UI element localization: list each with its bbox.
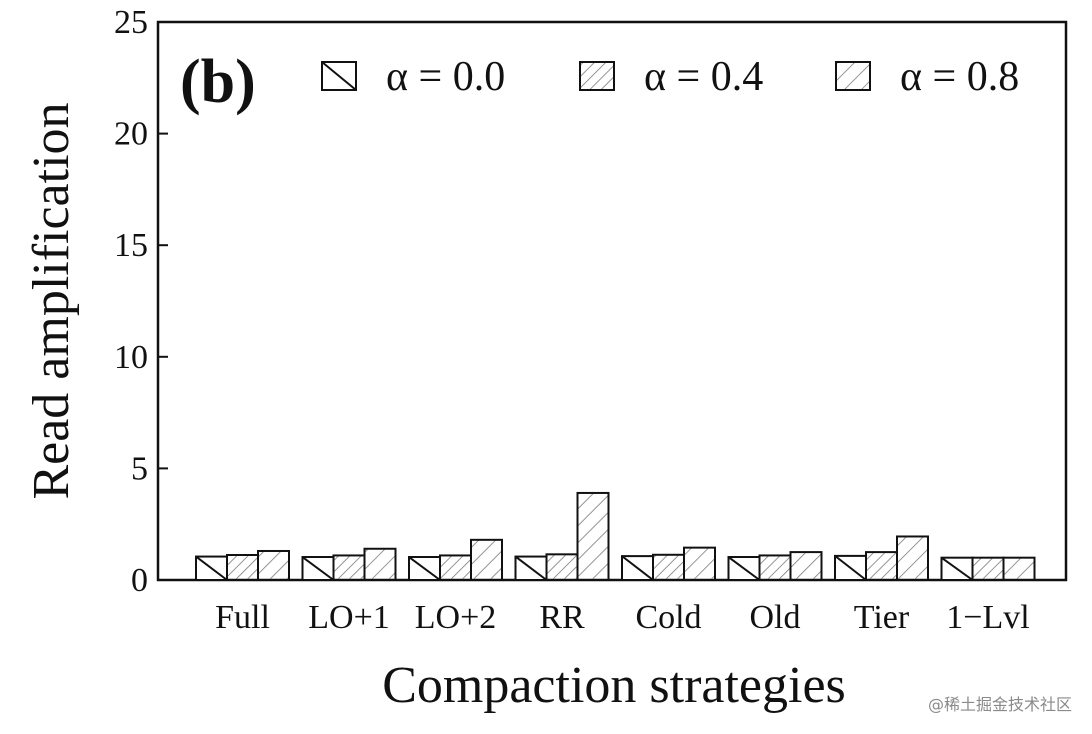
y-tick-label: 15 <box>114 227 148 264</box>
category-label: 1−Lvl <box>946 599 1029 636</box>
bar-hatch-line <box>727 556 761 581</box>
y-tick-label: 0 <box>131 562 148 599</box>
legend: α = 0.0 α = 0.4 α = 0.8 <box>321 54 1019 100</box>
y-axis-title: Read amplification <box>23 102 80 499</box>
panel-label: (b) <box>180 48 256 116</box>
bar-Full-series-2 <box>257 549 290 582</box>
bar-hatch-line <box>408 556 441 581</box>
bar-Cold-series-2 <box>683 546 716 581</box>
bar-LO+1-series-2 <box>363 547 397 582</box>
bar-RR-series-2 <box>576 491 610 581</box>
legend-label: α = 0.4 <box>644 54 763 100</box>
y-tick-label: 10 <box>114 339 148 376</box>
bar-Cold-series-1 <box>652 553 685 581</box>
bar-hatch-line <box>514 555 548 581</box>
category-label: Old <box>750 599 801 636</box>
category-label: RR <box>539 599 585 636</box>
plot-area-frame <box>156 20 1068 582</box>
bar-hatch-line <box>940 556 974 581</box>
bar-Tier-series-1 <box>865 551 898 581</box>
legend-swatch-hatch <box>321 61 357 91</box>
watermark: @稀土掘金技术社区 <box>928 695 1072 714</box>
bar-LO+2-series-1 <box>439 554 472 581</box>
legend-swatch <box>835 61 871 91</box>
bar-1−Lvl-series-2 <box>1002 556 1036 581</box>
bar-Full-series-1 <box>226 554 259 581</box>
y-tick-label: 5 <box>131 450 148 487</box>
bar-hatch-line <box>195 555 228 581</box>
bar-LO+2-series-2 <box>470 538 503 581</box>
category-label: Full <box>215 599 270 636</box>
legend-label: α = 0.8 <box>900 54 1019 100</box>
legend-swatch <box>579 61 615 91</box>
bar-Old-series-2 <box>789 551 823 581</box>
legend-label: α = 0.0 <box>386 54 505 100</box>
category-label: Tier <box>854 599 910 636</box>
x-axis-labels: Full LO+1 LO+2 RR Cold Old Tier 1−Lvl <box>215 599 1030 636</box>
category-label: LO+2 <box>415 599 497 636</box>
bar-hatch-line <box>301 556 335 581</box>
bar-RR-series-1 <box>545 553 579 581</box>
y-tick-label: 25 <box>114 4 148 41</box>
bar-Tier-series-2 <box>896 535 929 582</box>
bar-Old-series-1 <box>758 554 792 581</box>
bar-LO+1-series-1 <box>332 554 366 581</box>
y-axis: 0 5 10 15 20 25 <box>114 4 168 599</box>
y-tick-label: 20 <box>114 116 148 153</box>
bar-hatch-line <box>834 555 867 581</box>
bars-group <box>195 491 1036 582</box>
x-axis-title: Compaction strategies <box>382 657 846 714</box>
bar-1−Lvl-series-1 <box>971 556 1005 581</box>
bar-hatch-line <box>621 555 654 581</box>
category-label: Cold <box>635 599 701 636</box>
category-label: LO+1 <box>308 599 390 636</box>
